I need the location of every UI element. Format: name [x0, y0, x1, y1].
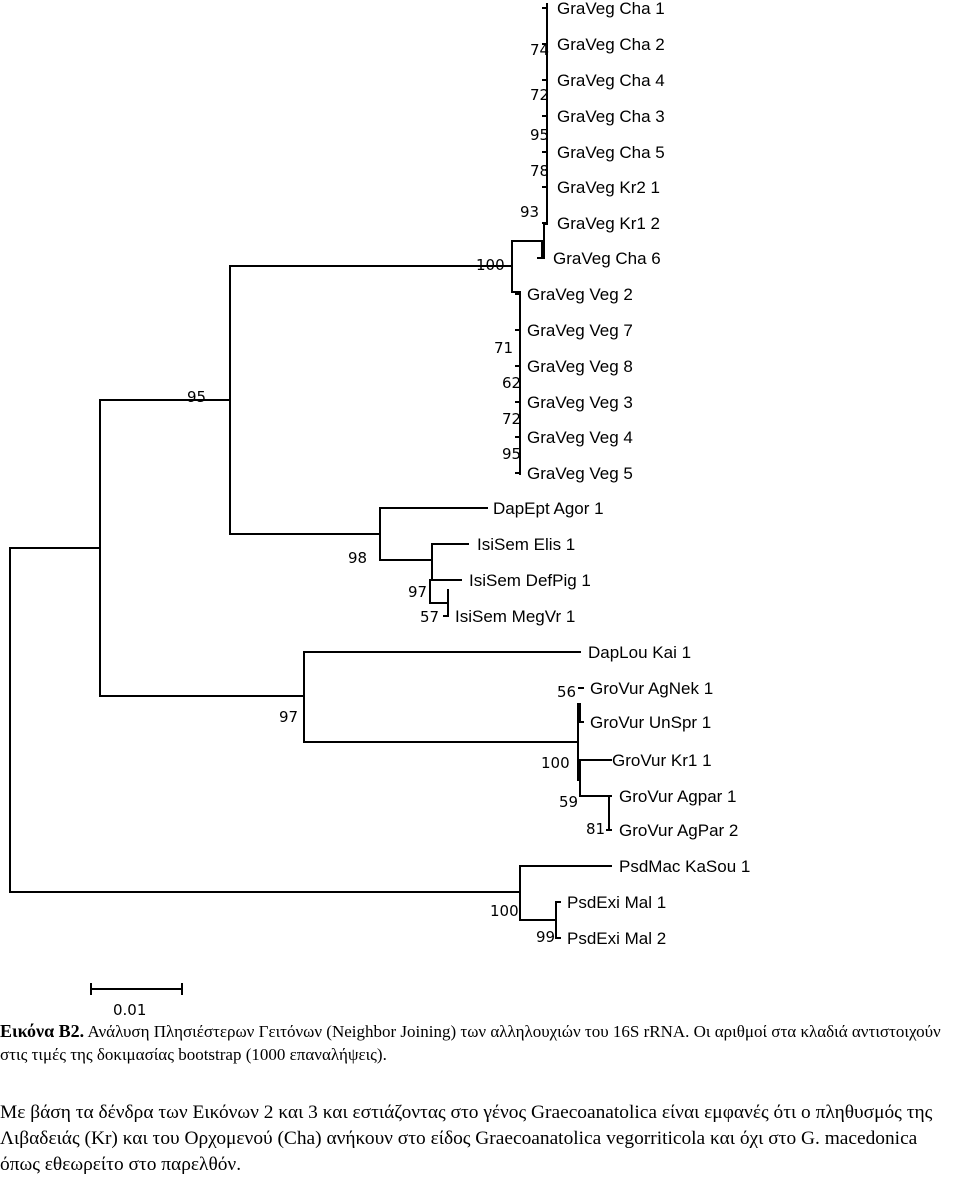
figure-caption: Εικόνα Β2. Ανάλυση Πλησιέστερων Γειτόνων…	[0, 1020, 960, 1066]
scale-bar: 0.01	[90, 983, 183, 1019]
phylogenetic-tree: GraVeg Cha 1 GraVeg Cha 2 GraVeg Cha 4 GraV…	[9, 0, 750, 1019]
caption-text: Ανάλυση Πλησιέστερων Γειτόνων (Neighbor …	[0, 1022, 941, 1064]
leaf-label: IsiSem Elis 1	[477, 535, 575, 554]
bootstrap-value: 95	[502, 445, 521, 463]
leaf-label: GraVeg Cha 1	[557, 0, 665, 18]
leaf-label: GraVeg Veg 8	[527, 357, 633, 376]
bootstrap-value: 71	[494, 339, 513, 357]
leaf-label: DapEpt Agor 1	[493, 499, 604, 518]
leaf-label: GraVeg Kr2 1	[557, 178, 660, 197]
leaf-label: IsiSem DefPig 1	[469, 571, 591, 590]
bootstrap-value: 95	[530, 126, 549, 144]
bootstrap-value: 100	[541, 754, 570, 772]
leaf-label: GraVeg Kr1 2	[557, 214, 660, 233]
tree-branches	[9, 3, 612, 939]
bootstrap-value: 93	[520, 203, 539, 221]
leaf-label: GraVeg Veg 7	[527, 321, 633, 340]
caption-label: Εικόνα Β2.	[0, 1021, 85, 1041]
leaf-label: GraVeg Cha 2	[557, 35, 665, 54]
leaf-label: GroVur Agpar 1	[619, 787, 737, 806]
leaf-label: PsdExi Mal 2	[567, 929, 666, 948]
leaf-label: GraVeg Cha 6	[553, 249, 661, 268]
leaf-label: GroVur AgNek 1	[590, 679, 713, 698]
leaf-label: GraVeg Veg 4	[527, 428, 633, 447]
leaf-labels: GraVeg Cha 1 GraVeg Cha 2 GraVeg Cha 4 GraV…	[455, 0, 750, 948]
bootstrap-value: 99	[536, 928, 555, 946]
bootstrap-value: 100	[476, 256, 505, 274]
leaf-label: GraVeg Veg 2	[527, 285, 633, 304]
bootstrap-value: 72	[530, 86, 549, 104]
bootstrap-value: 72	[502, 410, 521, 428]
bootstrap-value: 100	[490, 902, 519, 920]
leaf-label: PsdMac KaSou 1	[619, 857, 750, 876]
leaf-label: IsiSem MegVr 1	[455, 607, 575, 626]
bootstrap-value: 56	[557, 683, 576, 701]
leaf-label: GraVeg Veg 5	[527, 464, 633, 483]
leaf-label: GraVeg Cha 3	[557, 107, 665, 126]
leaf-label: PsdExi Mal 1	[567, 893, 666, 912]
leaf-label: GroVur AgPar 2	[619, 821, 738, 840]
bootstrap-value: 98	[348, 549, 367, 567]
bootstrap-value: 81	[586, 820, 605, 838]
bootstrap-value: 74	[530, 41, 549, 59]
bootstrap-value: 95	[187, 388, 206, 406]
leaf-label: GroVur Kr1 1	[612, 751, 712, 770]
leaf-label: GroVur UnSpr 1	[590, 713, 711, 732]
bootstrap-value: 78	[530, 162, 549, 180]
bootstrap-value: 62	[502, 374, 521, 392]
bootstrap-value: 59	[559, 793, 578, 811]
bootstrap-labels: 74 72 95 78 93 100 71 62 72 95 95 98 97 57 97 56 100 59 81…	[187, 41, 605, 946]
body-paragraph: Με βάση τα δένδρα των Εικόνων 2 και 3 κα…	[0, 1102, 933, 1175]
scale-bar-label: 0.01	[113, 1001, 146, 1019]
leaf-label: GraVeg Veg 3	[527, 393, 633, 412]
bootstrap-value: 97	[279, 708, 298, 726]
leaf-label: DapLou Kai 1	[588, 643, 691, 662]
bootstrap-value: 97	[408, 583, 427, 601]
leaf-label: GraVeg Cha 5	[557, 143, 665, 162]
bootstrap-value: 57	[420, 608, 439, 626]
leaf-label: GraVeg Cha 4	[557, 71, 665, 90]
